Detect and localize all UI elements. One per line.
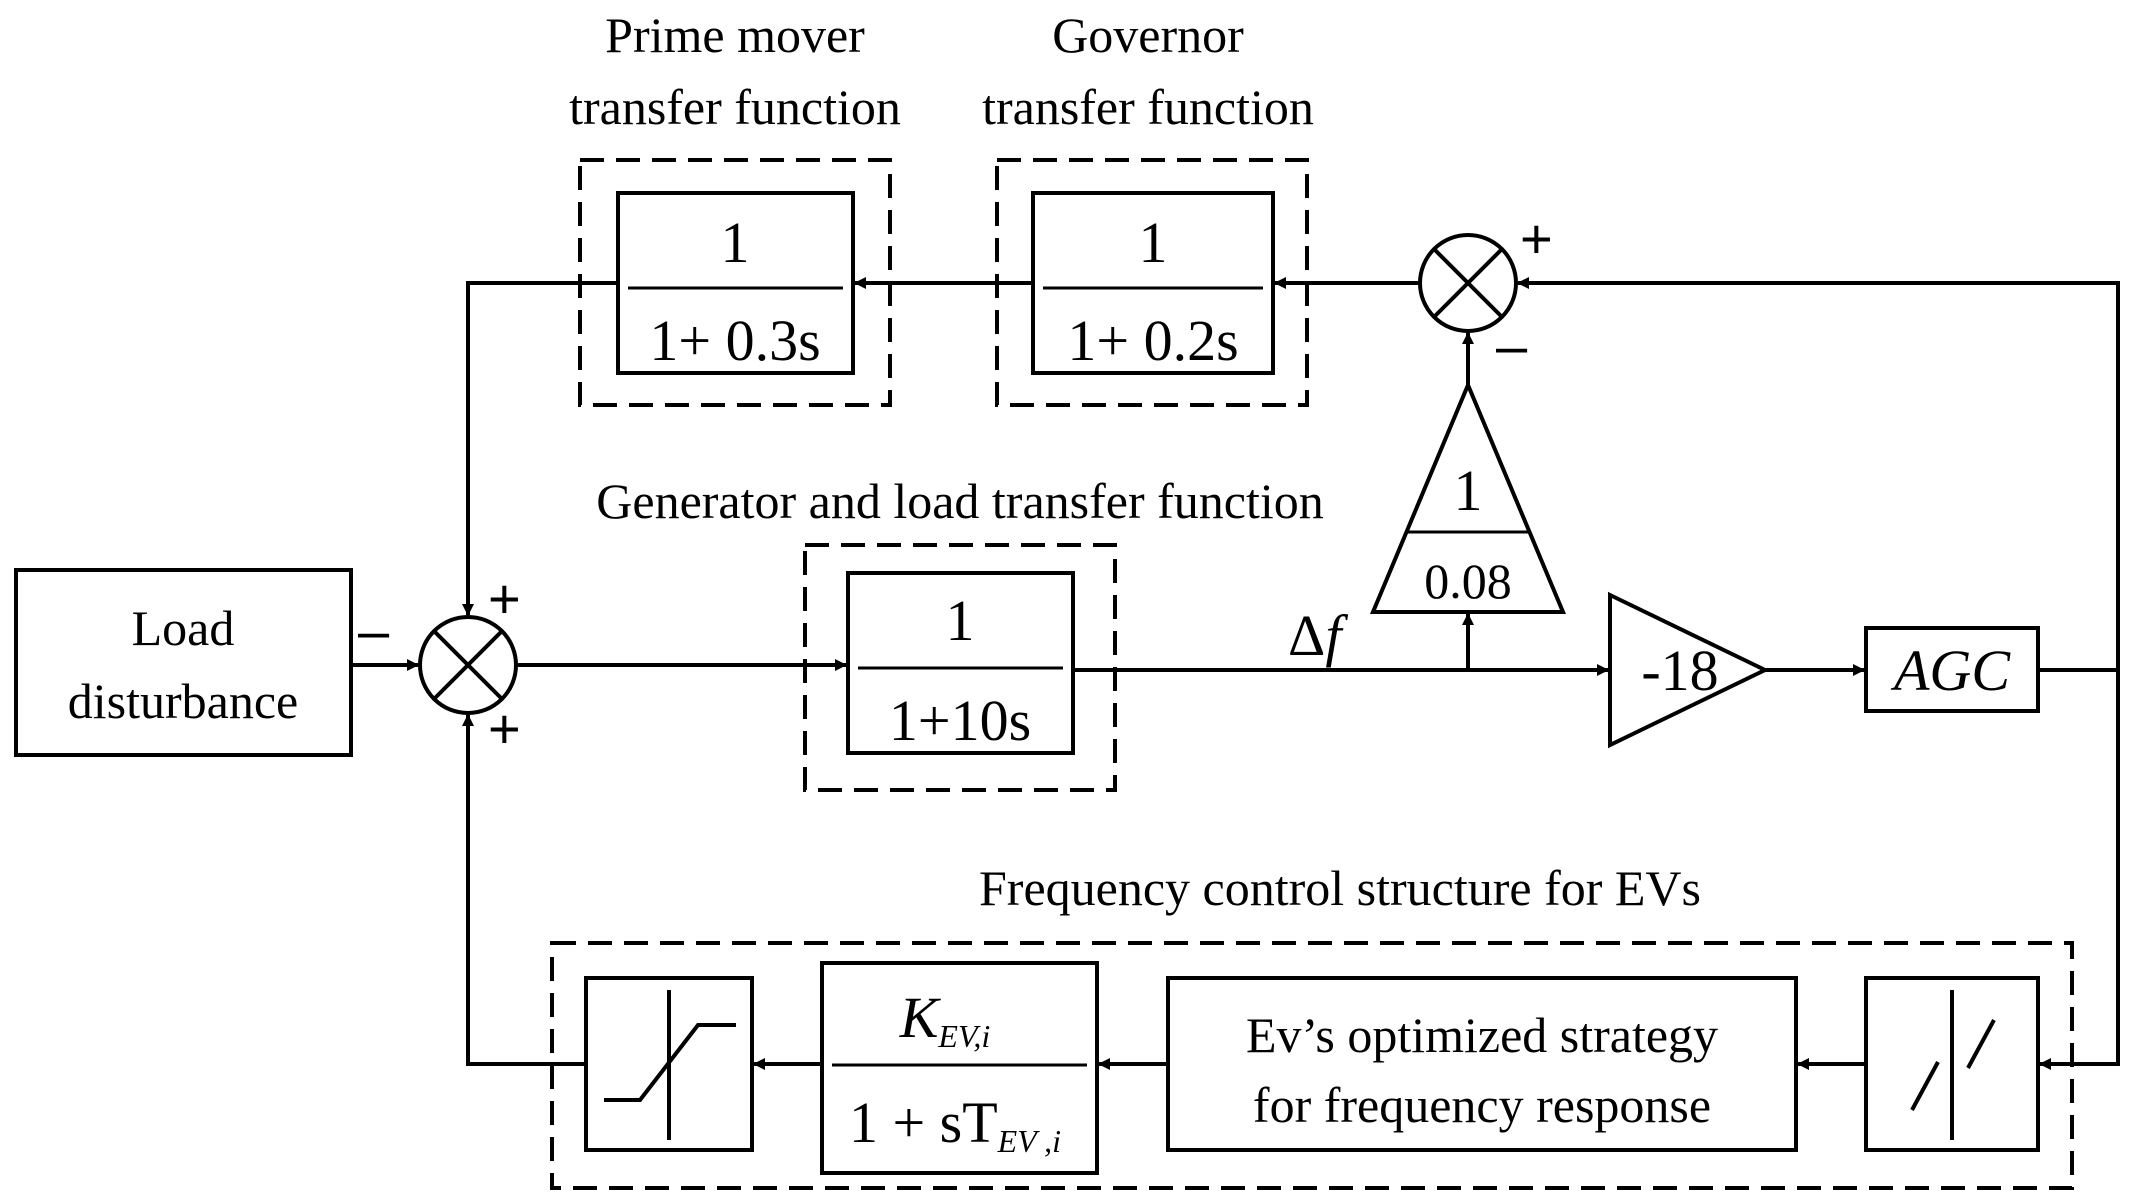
top-sum-plus-sign: + [1520, 207, 1553, 270]
generator-block [846, 571, 1075, 755]
ev-tf-k-subscript: EV,i [937, 1018, 990, 1054]
prime-mover-block [616, 191, 855, 375]
generator-load-title: Generator and load transfer function [596, 473, 1323, 529]
delta-f-label: Δf [1288, 603, 1348, 668]
f-symbol: f [1325, 603, 1348, 668]
agc-label: AGC [1890, 638, 2011, 703]
ev-tf-den-subscript: EV ,i [997, 1123, 1061, 1159]
delta-symbol: Δ [1288, 603, 1325, 668]
ev-tf-denominator: 1 + sTEV ,i [849, 1090, 1061, 1159]
governor-denominator: 1+ 0.2s [1067, 308, 1238, 373]
ev-strategy-line2: for frequency response [1253, 1077, 1711, 1133]
main-sum-plus-bottom: + [488, 697, 521, 760]
gain-value: -18 [1641, 638, 1718, 703]
main-sum-plus-top: + [488, 567, 521, 630]
wire-limiter-to-sum [462, 714, 586, 1066]
ev-strategy-block [1166, 976, 1798, 1152]
top-sum-cross-b [1432, 247, 1504, 319]
governor-title-line2: transfer function [982, 79, 1314, 135]
generator-numerator: 1 [946, 588, 975, 653]
prime-mover-title-line1: Prime mover [605, 7, 865, 63]
wire-prime-mover-to-sum [462, 281, 618, 616]
top-sum-minus-sign: – [1496, 314, 1528, 377]
governor-title-line1: Governor [1052, 7, 1244, 63]
droop-numerator: 1 [1454, 458, 1483, 523]
load-disturbance-line2: disturbance [68, 673, 298, 729]
ev-tf-k: K [899, 985, 942, 1050]
droop-gain-triangle [1369, 379, 1567, 614]
ev-tf-numerator: KEV,i [899, 985, 991, 1054]
droop-denominator: 0.08 [1424, 553, 1512, 609]
deadband-right-slope [1966, 1019, 1996, 1069]
gain-triangle [1608, 591, 1770, 749]
prime-mover-title-line2: transfer function [569, 79, 901, 135]
generator-denominator: 1+10s [889, 688, 1031, 753]
agc-block [1864, 626, 2040, 713]
governor-numerator: 1 [1139, 210, 1168, 275]
ev-tf-den-text: 1 + sT [849, 1090, 998, 1155]
governor-block [1031, 191, 1275, 375]
wire-agc-to-top-sum [1517, 277, 2120, 672]
deadband-left-slope [1910, 1061, 1940, 1111]
generator-group-box [803, 543, 1117, 792]
ev-structure-title: Frequency control structure for EVs [979, 860, 1701, 916]
load-disturbance-line1: Load [132, 600, 235, 656]
limiter-curve [604, 1023, 736, 1102]
prime-mover-denominator: 1+ 0.3s [649, 308, 820, 373]
wire-agc-to-deadband [2039, 670, 2120, 1070]
ev-tf-block [820, 961, 1099, 1175]
ev-strategy-line1: Ev’s optimized strategy [1246, 1007, 1718, 1063]
main-sum-cross-b [432, 629, 504, 701]
load-disturbance-block [14, 568, 353, 757]
main-sum-minus-left: – [358, 599, 390, 662]
prime-mover-numerator: 1 [721, 210, 750, 275]
